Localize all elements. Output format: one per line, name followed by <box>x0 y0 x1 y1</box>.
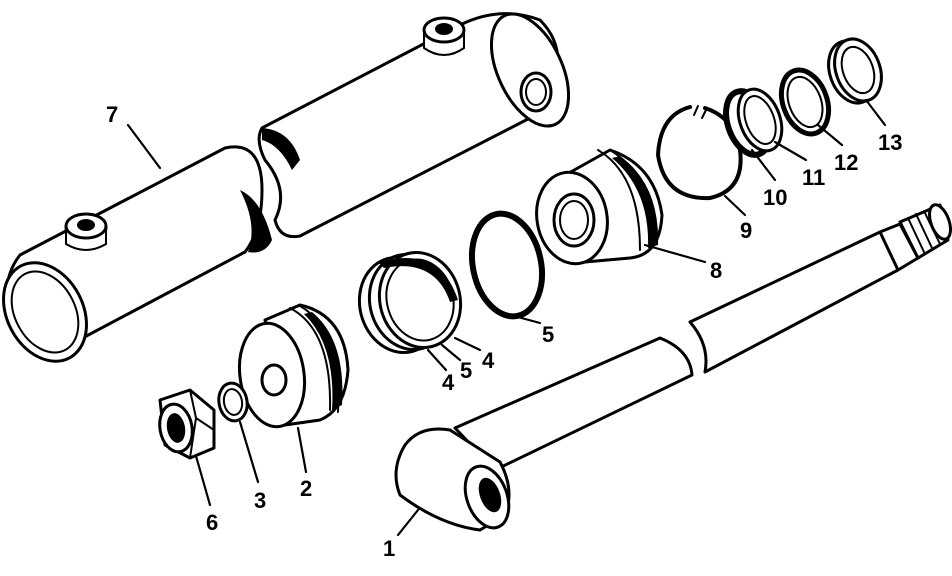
leader-9 <box>723 194 747 217</box>
o-ring-part-3 <box>217 381 249 423</box>
leader-1 <box>396 508 420 537</box>
callout-9: 9 <box>740 218 752 243</box>
head-gland-part-8 <box>535 148 664 266</box>
leader-5-oring <box>512 314 542 325</box>
nut-part-6 <box>158 388 216 460</box>
leader-6 <box>194 454 212 507</box>
callout-4-left: 4 <box>442 370 455 395</box>
o-ring-part-5 <box>469 210 545 320</box>
piston-seals-parts-4-5 <box>357 250 463 355</box>
leader-5-seal <box>440 343 462 362</box>
callout-10: 10 <box>763 185 787 210</box>
leader-lines <box>126 98 887 537</box>
barrel-part-7 <box>2 12 571 363</box>
leader-3 <box>238 420 260 484</box>
callout-12: 12 <box>834 150 858 175</box>
callout-labels: 7 8 9 10 11 12 13 5 4 5 4 2 3 6 1 <box>106 102 902 561</box>
leader-7 <box>126 123 162 170</box>
rod-part-1 <box>394 203 952 532</box>
wiper-part-13 <box>827 37 883 105</box>
callout-13: 13 <box>878 130 902 155</box>
leader-12 <box>816 123 844 147</box>
callout-1: 1 <box>383 536 395 561</box>
callout-3: 3 <box>254 488 266 513</box>
leader-8 <box>643 243 707 264</box>
leader-13 <box>864 98 887 127</box>
callout-5-oring: 5 <box>542 322 554 347</box>
callout-8: 8 <box>710 258 722 283</box>
callout-11: 11 <box>802 165 825 190</box>
callout-2: 2 <box>300 476 312 501</box>
leader-11 <box>773 140 808 162</box>
leader-10 <box>750 148 777 182</box>
callout-5-seal: 5 <box>460 358 472 383</box>
rod-seals-parts-10-12 <box>723 67 832 158</box>
callout-6: 6 <box>206 510 218 535</box>
leader-2 <box>296 426 308 474</box>
callout-4-right: 4 <box>482 348 495 373</box>
leader-4-left <box>426 348 448 372</box>
leader-4-right <box>453 336 482 352</box>
callout-7: 7 <box>106 102 118 127</box>
piston-part-2 <box>237 303 350 429</box>
